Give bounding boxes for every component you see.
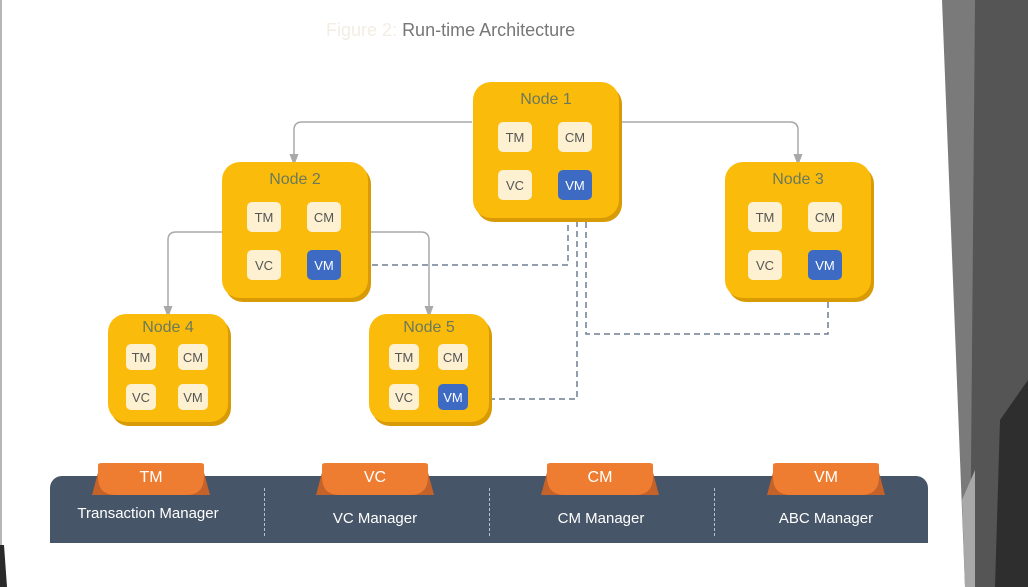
legend-label-vm: ABC Manager	[778, 510, 874, 527]
legend-label-vc: VC Manager	[332, 510, 418, 527]
edge-node2-node4	[163, 231, 222, 318]
chip-vm[interactable]: VM	[178, 384, 208, 410]
tab-label: CM	[587, 469, 613, 486]
chip-tm[interactable]: TM	[126, 344, 156, 370]
legend-tab-vm[interactable]: VM	[767, 463, 885, 495]
legend-label-tm: Transaction Manager	[77, 505, 219, 522]
chip-cm[interactable]: CM	[178, 344, 208, 370]
chip-tm[interactable]: TM	[748, 202, 782, 232]
chip-vm[interactable]: VM	[558, 170, 592, 200]
chip-vm[interactable]: VM	[438, 384, 468, 410]
chip-cm[interactable]: CM	[808, 202, 842, 232]
node-2[interactable]: Node 2 TM CM VC VM	[222, 162, 368, 298]
legend-tab-tm[interactable]: TM	[92, 463, 210, 495]
chip-vc[interactable]: VC	[126, 384, 156, 410]
legend-separator	[489, 488, 490, 536]
node-5[interactable]: Node 5 TM CM VC VM	[369, 314, 489, 422]
node-title: Node 2	[269, 171, 321, 188]
chip-vm[interactable]: VM	[808, 250, 842, 280]
legend-tab-vc[interactable]: VC	[316, 463, 434, 495]
tab-shape	[767, 463, 885, 495]
tab-label: VC	[363, 469, 387, 486]
chip-vc[interactable]: VC	[498, 170, 532, 200]
node-4[interactable]: Node 4 TM CM VC VM	[108, 314, 228, 422]
legend-separator	[264, 488, 265, 536]
node-title: Node 1	[520, 91, 572, 108]
chip-tm[interactable]: TM	[498, 122, 532, 152]
tab-label: VM	[814, 469, 838, 486]
chip-vc[interactable]: VC	[748, 250, 782, 280]
edge-node1-node3	[620, 121, 803, 166]
node-title: Node 4	[142, 319, 194, 336]
chip-vc[interactable]: VC	[247, 250, 281, 280]
node-1[interactable]: Node 1 TM CM VC VM	[473, 82, 619, 218]
chip-cm[interactable]: CM	[558, 122, 592, 152]
vm-link-node5-node1	[469, 198, 582, 400]
edge-node1-node2	[289, 121, 472, 166]
chip-vm[interactable]: VM	[307, 250, 341, 280]
chip-tm[interactable]: TM	[247, 202, 281, 232]
node-title: Node 3	[772, 171, 824, 188]
tab-label: TM	[139, 469, 163, 486]
chip-cm[interactable]: CM	[438, 344, 468, 370]
vm-link-node2-node1	[342, 198, 573, 266]
legend-label-cm: CM Manager	[557, 510, 645, 527]
tab-shape	[92, 463, 210, 495]
edge-node2-node5	[368, 231, 434, 318]
figure-title-text: Run-time Architecture	[402, 20, 576, 40]
figure-title: Figure 2: Run-time Architecture	[326, 20, 575, 41]
figure-title-prefix: Figure 2:	[326, 20, 398, 40]
node-title: Node 5	[403, 319, 455, 336]
chip-vc[interactable]: VC	[389, 384, 419, 410]
legend-separator	[714, 488, 715, 536]
tab-shape	[541, 463, 659, 495]
node-3[interactable]: Node 3 TM CM VC VM	[725, 162, 871, 298]
tab-shape	[316, 463, 434, 495]
legend-tab-cm[interactable]: CM	[541, 463, 659, 495]
chip-tm[interactable]: TM	[389, 344, 419, 370]
left-border	[0, 0, 2, 587]
chip-cm[interactable]: CM	[307, 202, 341, 232]
vm-link-node3-node1	[581, 198, 829, 335]
